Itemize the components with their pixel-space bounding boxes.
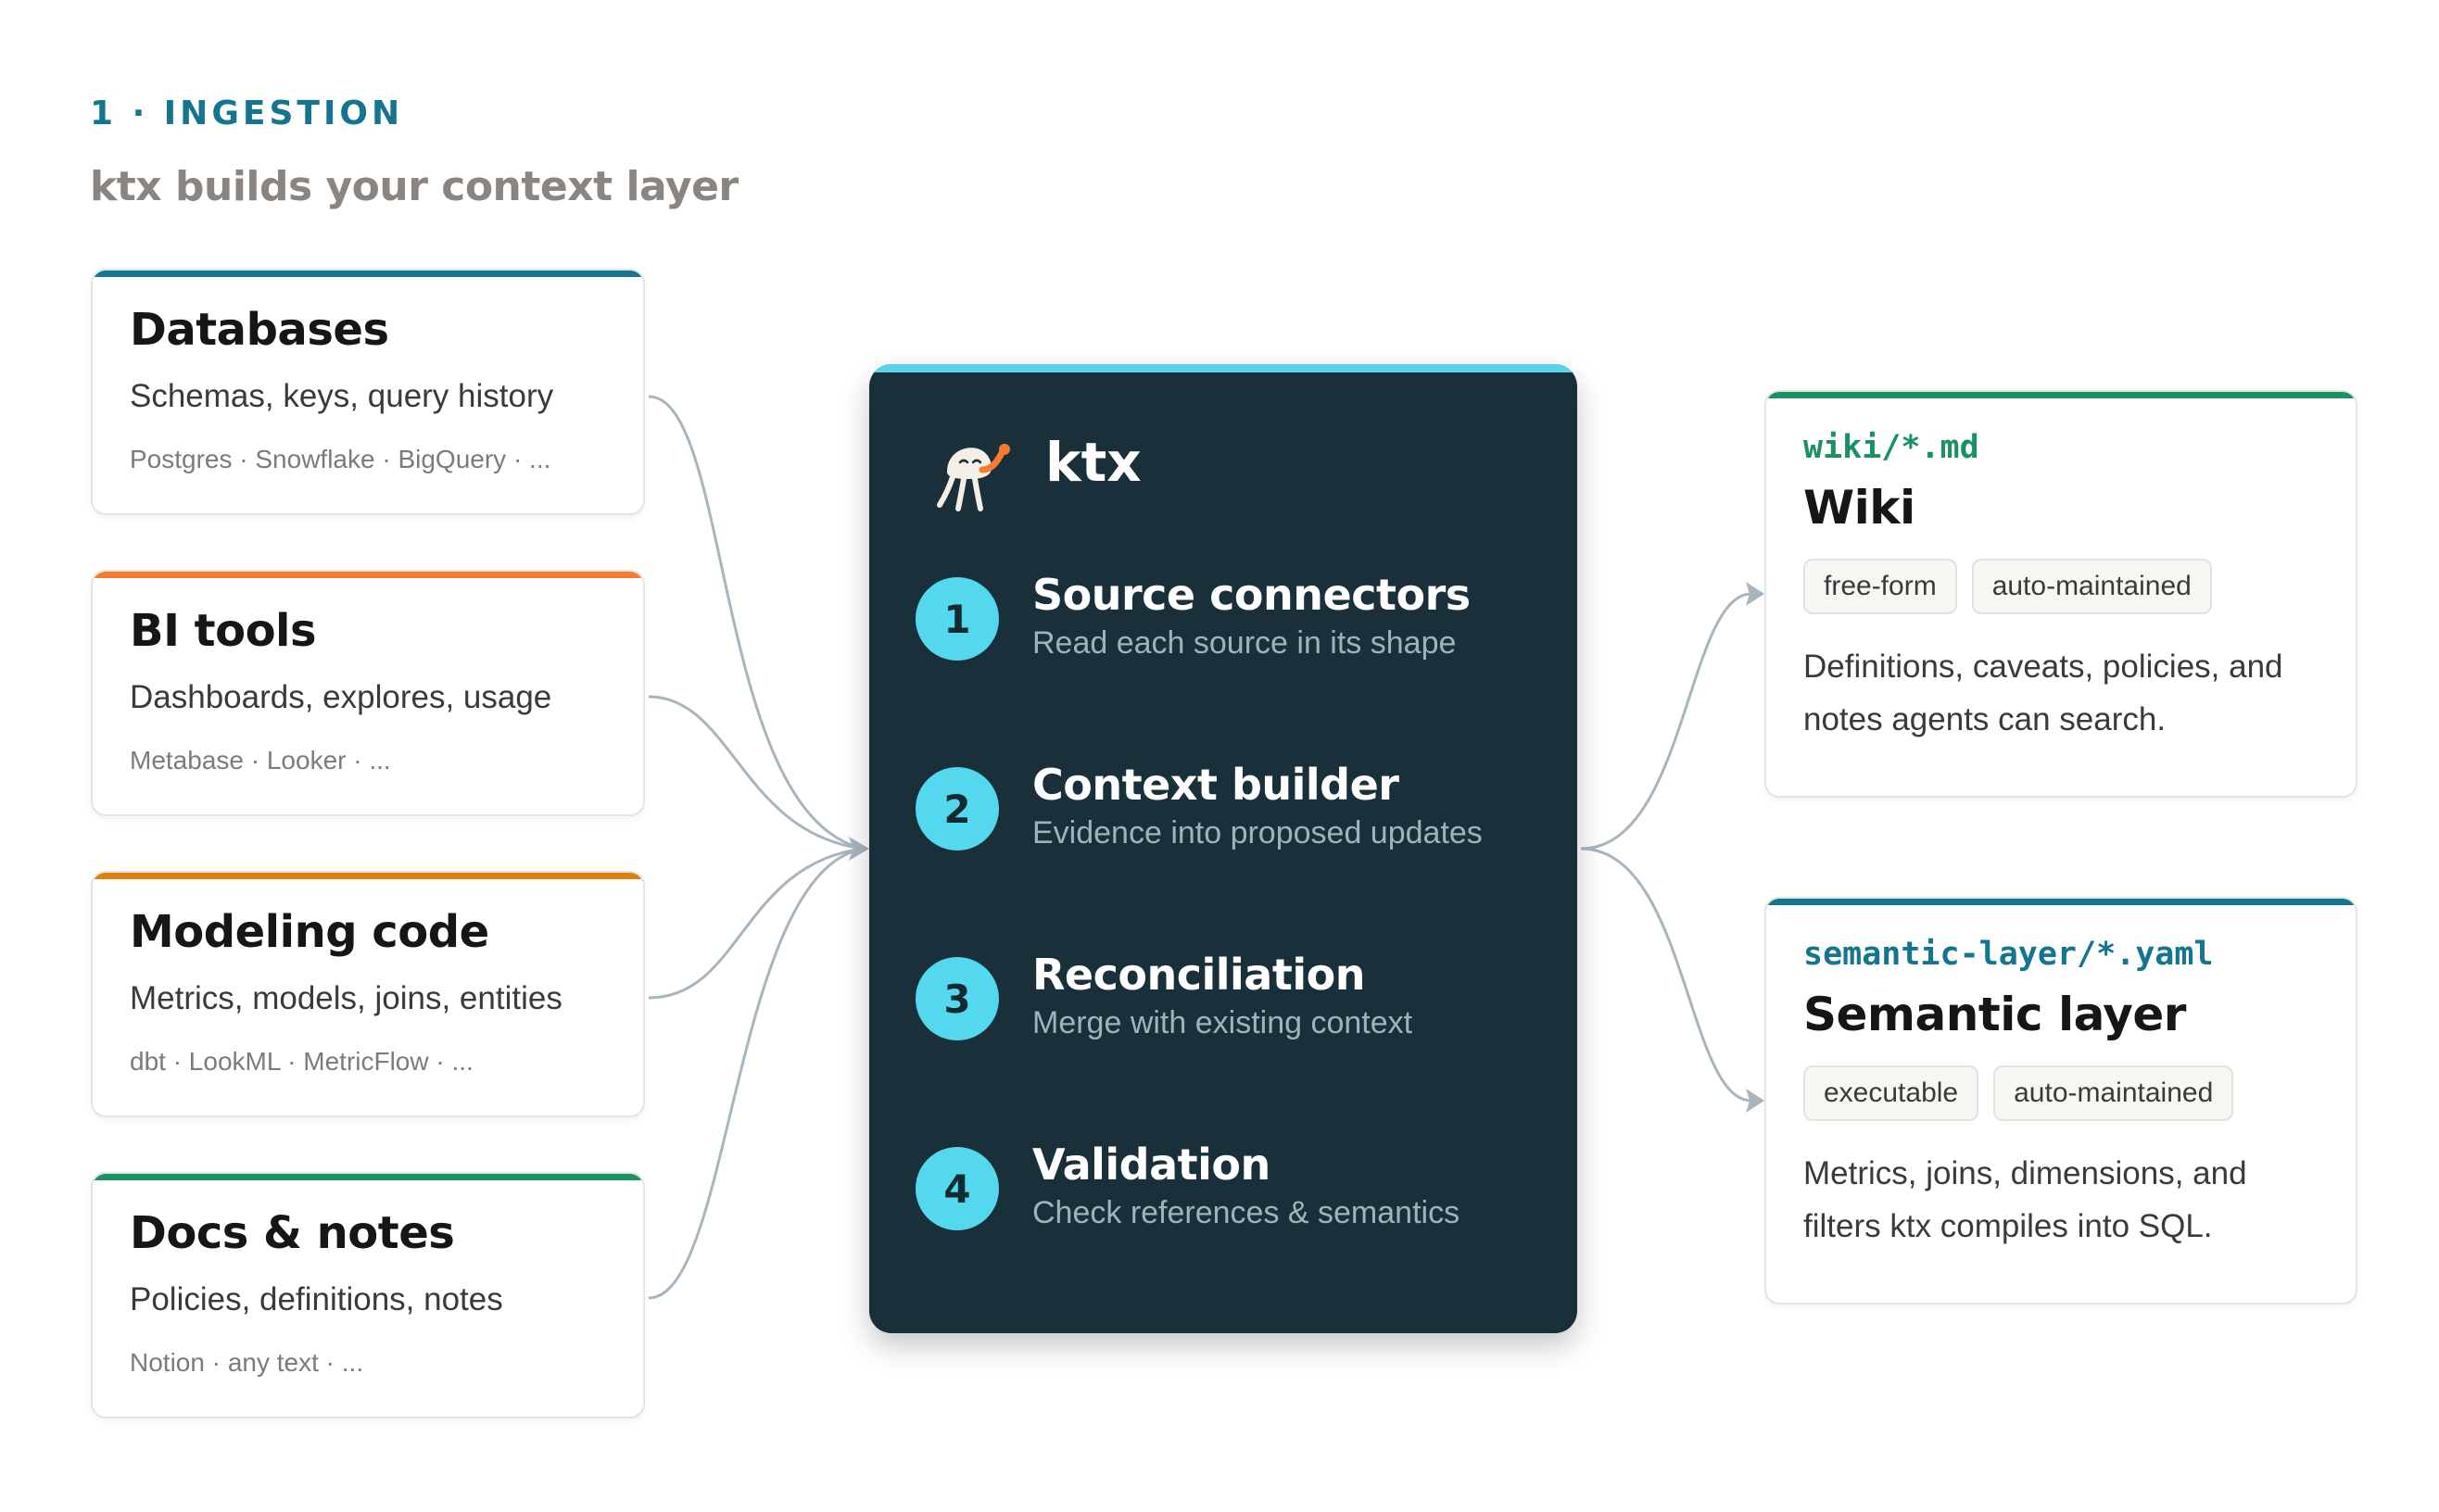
card-accent-bar <box>93 271 643 277</box>
source-description: Metrics, models, joins, entities <box>130 980 562 1016</box>
step-number-badge: 3 <box>916 957 999 1040</box>
card-accent-bar <box>1766 899 2356 905</box>
step-number-badge: 2 <box>916 767 999 850</box>
connector-modeling-code <box>648 847 865 1000</box>
arrowhead-wiki <box>1746 582 1764 606</box>
connector-docs-notes <box>648 847 865 1300</box>
source-examples: Metabase · Looker · ... <box>130 746 391 775</box>
source-card-databases: Databases Schemas, keys, query history P… <box>91 269 645 515</box>
step-title: Source connectors <box>1032 570 1471 620</box>
engine-step-1: 1 Source connectors Read each source in … <box>869 570 1577 672</box>
engine-step-2: 2 Context builder Evidence into proposed… <box>869 760 1577 862</box>
source-examples: Notion · any text · ... <box>130 1348 364 1377</box>
step-number-badge: 1 <box>916 577 999 661</box>
source-card-docs-notes: Docs & notes Policies, definitions, note… <box>91 1172 645 1418</box>
source-description: Policies, definitions, notes <box>130 1281 503 1317</box>
output-description: Metrics, joins, dimensions, and filters … <box>1803 1155 2247 1244</box>
connector-databases <box>648 395 865 850</box>
source-description: Schemas, keys, query history <box>130 378 554 414</box>
section-subtitle: ktx builds your context layer <box>90 163 739 210</box>
source-title: BI tools <box>130 605 317 657</box>
card-accent-bar <box>93 873 643 879</box>
card-accent-bar <box>1766 392 2356 398</box>
output-title: Semantic layer <box>1803 988 2186 1041</box>
source-examples: dbt · LookML · MetricFlow · ... <box>130 1047 474 1076</box>
connector-to-wiki <box>1580 592 1752 850</box>
output-card-wiki: wiki/*.md Wiki free-form auto-maintained… <box>1764 390 2357 798</box>
jellyfish-mascot-icon <box>937 444 1010 511</box>
card-accent-bar <box>93 572 643 578</box>
output-card-semantic-layer: semantic-layer/*.yaml Semantic layer exe… <box>1764 897 2357 1304</box>
tag-auto-maintained: auto-maintained <box>1971 559 2212 614</box>
step-description: Check references & semantics <box>1032 1195 1460 1230</box>
step-title: Context builder <box>1032 760 1399 810</box>
source-title: Docs & notes <box>130 1207 455 1259</box>
tag-auto-maintained: auto-maintained <box>1993 1065 2234 1121</box>
output-tags: executable auto-maintained <box>1803 1065 2234 1121</box>
step-description: Merge with existing context <box>1032 1005 1413 1040</box>
step-description: Evidence into proposed updates <box>1032 815 1483 850</box>
tag-free-form: free-form <box>1803 559 1957 614</box>
engine-brand: ktx <box>1045 431 1142 494</box>
source-title: Databases <box>130 304 389 356</box>
arrowhead-semantic-layer <box>1746 1089 1764 1113</box>
output-description: Definitions, caveats, policies, and note… <box>1803 649 2283 737</box>
engine-step-4: 4 Validation Check references & semantic… <box>869 1140 1577 1241</box>
connector-bi-tools <box>648 695 865 850</box>
source-title: Modeling code <box>130 906 489 958</box>
engine-step-3: 3 Reconciliation Merge with existing con… <box>869 950 1577 1052</box>
source-card-modeling-code: Modeling code Metrics, models, joins, en… <box>91 871 645 1117</box>
ktx-engine-panel: ktx 1 Source connectors Read each source… <box>869 364 1577 1333</box>
output-tags: free-form auto-maintained <box>1803 559 2212 614</box>
source-description: Dashboards, explores, usage <box>130 679 552 715</box>
output-title: Wiki <box>1803 481 1915 535</box>
step-description: Read each source in its shape <box>1032 625 1457 661</box>
engine-accent-bar <box>869 364 1577 372</box>
step-title: Reconciliation <box>1032 950 1365 1000</box>
step-title: Validation <box>1032 1140 1270 1190</box>
connector-to-semantic-layer <box>1580 847 1752 1102</box>
source-examples: Postgres · Snowflake · BigQuery · ... <box>130 445 551 473</box>
card-accent-bar <box>93 1174 643 1180</box>
step-number-badge: 4 <box>916 1147 999 1230</box>
section-eyebrow: 1 · INGESTION <box>90 94 404 132</box>
output-path: wiki/*.md <box>1803 429 1979 466</box>
source-card-bi-tools: BI tools Dashboards, explores, usage Met… <box>91 570 645 816</box>
tag-executable: executable <box>1803 1065 1979 1121</box>
output-path: semantic-layer/*.yaml <box>1803 936 2214 973</box>
arrowhead-engine-input <box>849 837 869 861</box>
